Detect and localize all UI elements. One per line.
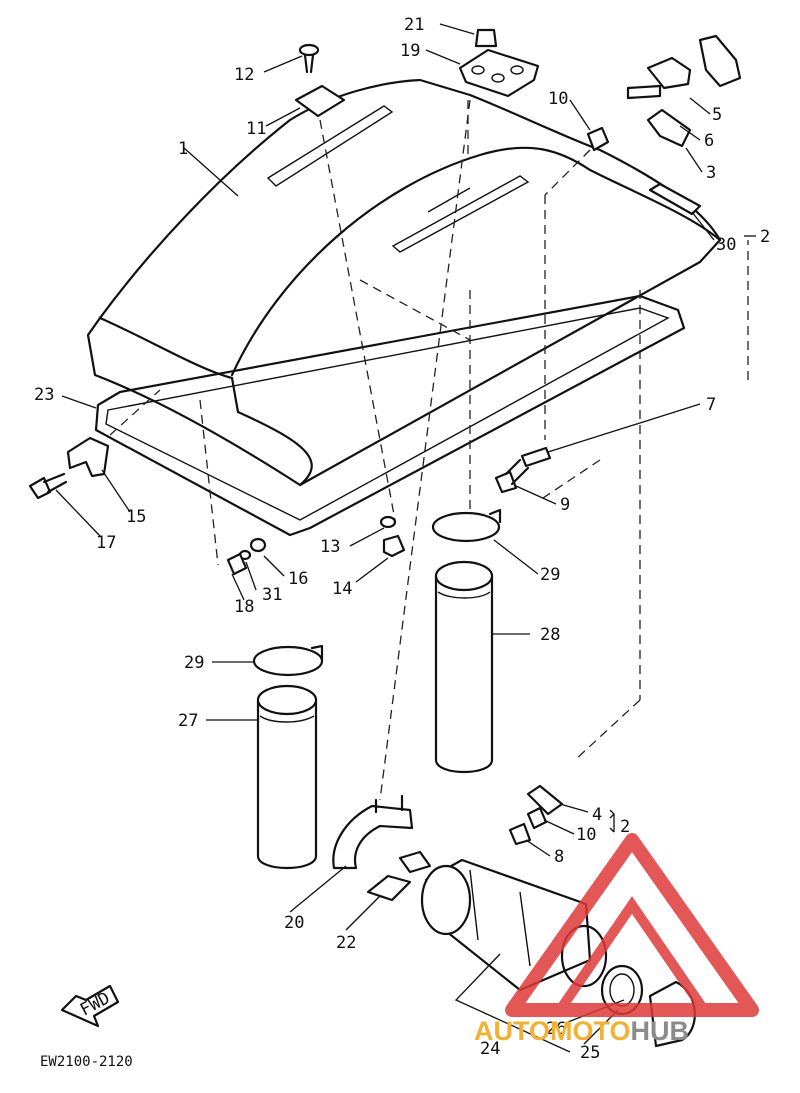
nut-16 xyxy=(249,537,267,553)
callout-6: 6 xyxy=(704,131,714,151)
callout-17: 17 xyxy=(96,533,116,553)
drawing-code: EW2100-2120 xyxy=(40,1054,133,1070)
gasket-part xyxy=(94,294,686,537)
nut-14 xyxy=(382,534,406,558)
grommet-plate-19 xyxy=(458,48,540,98)
forward-direction-marker: FWD xyxy=(60,984,120,1028)
plate-4 xyxy=(526,784,564,816)
pin-6 xyxy=(626,84,662,100)
plate-3 xyxy=(646,108,692,148)
link-7 xyxy=(520,446,552,468)
watermark-suffix: HUB xyxy=(631,1016,690,1046)
cap-21 xyxy=(474,28,498,48)
callout-30: 30 xyxy=(716,235,736,255)
callout-4: 4 xyxy=(592,805,602,825)
intake-tube-28 xyxy=(434,560,494,774)
callout-15: 15 xyxy=(126,507,146,527)
callout-5: 5 xyxy=(712,105,722,125)
callout-14: 14 xyxy=(332,579,352,599)
screw-12 xyxy=(298,43,320,74)
clamp-29-left xyxy=(252,644,324,677)
callout-10-bottom: 10 xyxy=(576,825,596,845)
collar-18 xyxy=(226,552,248,576)
bolt-9 xyxy=(494,458,530,494)
callout-25: 25 xyxy=(580,1043,600,1063)
callout-24: 24 xyxy=(480,1039,500,1059)
bracket-20 xyxy=(332,794,414,870)
callout-labels: 1 2 3 4 5 6 7 8 9 10 10 11 12 13 14 15 1… xyxy=(34,15,770,1063)
plate-11 xyxy=(294,84,346,118)
callout-27: 27 xyxy=(178,711,198,731)
callout-8: 8 xyxy=(554,847,564,867)
callout-10-top: 10 xyxy=(548,89,568,109)
seal-30 xyxy=(648,182,702,216)
callout-29-left: 29 xyxy=(184,653,204,673)
callout-26: 26 xyxy=(546,1019,566,1039)
callout-19: 19 xyxy=(400,41,420,61)
callout-29-right: 29 xyxy=(540,565,560,585)
grommet-13 xyxy=(379,515,397,529)
callout-22: 22 xyxy=(336,933,356,953)
callout-7: 7 xyxy=(706,395,716,415)
callout-9: 9 xyxy=(560,495,570,515)
callout-2-bottom: 2 xyxy=(620,817,630,837)
callout-12: 12 xyxy=(234,65,254,85)
intake-tube-27 xyxy=(256,684,318,870)
damper-10-bottom xyxy=(526,806,548,830)
leader-lines xyxy=(55,23,756,1053)
plate-22 xyxy=(366,850,432,902)
assembly-guide-lines xyxy=(109,99,749,801)
callout-1: 1 xyxy=(178,139,188,159)
bracket-15 xyxy=(66,436,110,478)
callout-13: 13 xyxy=(320,537,340,557)
callout-18: 18 xyxy=(234,597,254,617)
callout-3: 3 xyxy=(706,163,716,183)
cap-8 xyxy=(508,822,532,846)
bolt-17 xyxy=(28,472,68,500)
callout-23: 23 xyxy=(34,385,54,405)
callout-20: 20 xyxy=(284,913,304,933)
clamp-29-right xyxy=(431,508,502,543)
callout-28: 28 xyxy=(540,625,560,645)
damper-10-top xyxy=(586,126,610,152)
callout-11: 11 xyxy=(246,119,266,139)
callout-2-top: 2 xyxy=(760,227,770,247)
watermark-prefix: AUTOMOTO xyxy=(474,1016,631,1046)
callout-21: 21 xyxy=(404,15,424,35)
latch-assembly-5 xyxy=(646,34,742,90)
callout-31: 31 xyxy=(262,585,282,605)
watermark-logo-icon xyxy=(505,833,759,1017)
callout-16: 16 xyxy=(288,569,308,589)
watermark-text: AUTOMOTOHUB xyxy=(474,1016,689,1046)
